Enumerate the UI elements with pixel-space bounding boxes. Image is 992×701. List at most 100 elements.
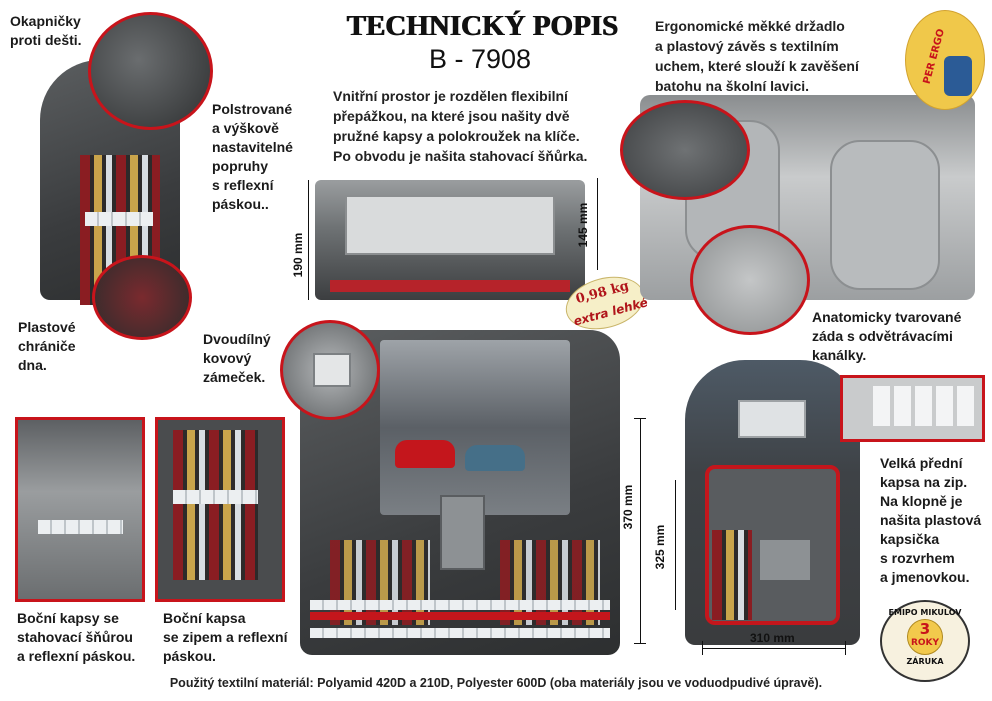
- lock-clasp: [440, 495, 485, 570]
- side-pocket-label: Boční kapsa se zipem a reflexní páskou.: [163, 609, 288, 666]
- interior-description: Vnitřní prostor je rozdělen flexibilní p…: [333, 86, 587, 166]
- text-line: dna.: [18, 357, 47, 373]
- model-number: B - 7908: [428, 44, 532, 74]
- metropolis-pattern: [500, 540, 600, 625]
- text-line: Boční kapsy se: [17, 610, 119, 626]
- lock-label: Dvoudílný kovový zámeček.: [203, 330, 271, 387]
- interior-divider: [345, 195, 555, 255]
- back-label: Anatomicky tvarované záda s odvětrávacím…: [812, 308, 961, 365]
- backpack-icon: [944, 56, 972, 96]
- metropolis-pattern: [330, 540, 430, 625]
- text-line: chrániče: [18, 338, 76, 354]
- text-line: záda s odvětrávacími: [812, 328, 953, 344]
- warranty-bottom: ZÁRUKA: [906, 657, 944, 666]
- text-line: uchem, které slouží k zavěšení: [655, 58, 859, 74]
- text-line: Vnitřní prostor je rozdělen flexibilní: [333, 88, 568, 104]
- text-line: Na klopně je: [880, 493, 963, 509]
- text-line: a plastový závěs s textilním: [655, 38, 839, 54]
- text-line: Ergonomické měkké držadlo: [655, 18, 845, 34]
- dimension-line: [640, 418, 641, 643]
- text-line: stahovací šňůrou: [17, 629, 133, 645]
- text-line: Velká přední: [880, 455, 963, 471]
- dimension-tick: [634, 418, 646, 419]
- back-panel: [830, 140, 940, 290]
- text-line: Boční kapsa: [163, 610, 246, 626]
- back-padding-zoom: [690, 225, 810, 335]
- dimension-line: [702, 648, 845, 649]
- text-line: páskou..: [212, 196, 269, 212]
- text-line: pružné kapsy a polokroužek na klíče.: [333, 128, 580, 144]
- handle-description: Ergonomické měkké držadlo a plastový záv…: [655, 16, 859, 96]
- text-line: s reflexní: [212, 177, 274, 193]
- interior-red-trim: [330, 280, 570, 292]
- page-title: TECHNICKÝ POPIS: [346, 10, 618, 42]
- warranty-badge: EMIPO MIKULOV 3 ROKY ZÁRUKA: [880, 600, 970, 682]
- text-line: Dvoudílný: [203, 331, 271, 347]
- text-line: a jmenovkou.: [880, 569, 970, 585]
- text-line: zámeček.: [203, 369, 266, 385]
- text-line: proti dešti.: [10, 32, 82, 48]
- dimension-tick: [702, 641, 703, 655]
- dimension-width: 310 mm: [750, 631, 795, 645]
- text-line: Plastové: [18, 319, 76, 335]
- text-line: s rozvrhem: [880, 550, 955, 566]
- text-line: přepážkou, na které jsou našity dvě: [333, 108, 570, 124]
- side-pockets-photo: [15, 417, 145, 602]
- text-line: kapsička: [880, 531, 940, 547]
- reflective-strip: [310, 628, 610, 638]
- warranty-years: 3: [919, 620, 931, 638]
- rain-label: Okapničky proti dešti.: [10, 12, 82, 50]
- text-line: nastavitelné: [212, 139, 293, 155]
- dimension-front-height: 325 mm: [653, 524, 667, 570]
- dimension-line: [597, 178, 598, 270]
- reflective-strip: [173, 490, 258, 504]
- lock-icon: [313, 353, 351, 387]
- text-line: Okapničky: [10, 13, 81, 29]
- text-line: popruhy: [212, 158, 268, 174]
- text-line: a výškově: [212, 120, 279, 136]
- red-car: [395, 440, 455, 468]
- dimension-tick: [634, 643, 646, 644]
- schedule-pocket: [738, 400, 806, 438]
- side-pocket-photo: [155, 417, 285, 602]
- reflective-strip: [85, 212, 153, 226]
- schedule-card-photo: [840, 375, 985, 442]
- text-line: Anatomicky tvarované: [812, 309, 962, 325]
- text-line: batohu na školní lavici.: [655, 78, 810, 94]
- dimension-height: 370 mm: [621, 484, 635, 530]
- handle-zoom: [620, 100, 750, 200]
- ergo-badge: PER ERGO: [905, 10, 985, 110]
- red-trim: [310, 612, 610, 620]
- text-line: se zipem a reflexní: [163, 629, 288, 645]
- reflective-strip: [38, 520, 123, 534]
- blue-car: [465, 445, 525, 471]
- straps-label: Polstrované a výškově nastavitelné popru…: [212, 100, 293, 214]
- text-line: páskou.: [163, 648, 216, 664]
- reflective-strip: [310, 600, 610, 610]
- text-line: kapsa na zip.: [880, 474, 968, 490]
- schedule-grid: [873, 386, 977, 426]
- dimension-inner-depth: 145 mm: [576, 202, 590, 248]
- city-print: [380, 340, 570, 515]
- lock-zoom: [280, 320, 380, 420]
- name-tag: [760, 540, 810, 580]
- metropolis-pattern: [712, 530, 752, 620]
- side-pockets-label: Boční kapsy se stahovací šňůrou a reflex…: [17, 609, 135, 666]
- text-line: našita plastová: [880, 512, 982, 528]
- metropolis-pattern: [173, 430, 258, 580]
- front-pocket-label: Velká přední kapsa na zip. Na klopně je …: [880, 454, 981, 587]
- text-line: Po obvodu je našita stahovací šňůrka.: [333, 148, 588, 164]
- material-footer: Použitý textilní materiál: Polyamid 420D…: [169, 676, 823, 690]
- warranty-top: EMIPO MIKULOV: [888, 608, 962, 617]
- warranty-unit: ROKY: [910, 638, 940, 648]
- dimension-line: [308, 180, 309, 300]
- text-line: Polstrované: [212, 101, 293, 117]
- text-line: kanálky.: [812, 347, 867, 363]
- dimension-inner-height: 190 mm: [291, 232, 305, 278]
- bottom-label: Plastové chrániče dna.: [18, 318, 76, 375]
- dimension-line: [675, 480, 676, 610]
- text-line: kovový: [203, 350, 252, 366]
- dimension-tick: [845, 641, 846, 655]
- rain-flap-zoom: [88, 12, 213, 130]
- bottom-protector-zoom: [92, 255, 192, 340]
